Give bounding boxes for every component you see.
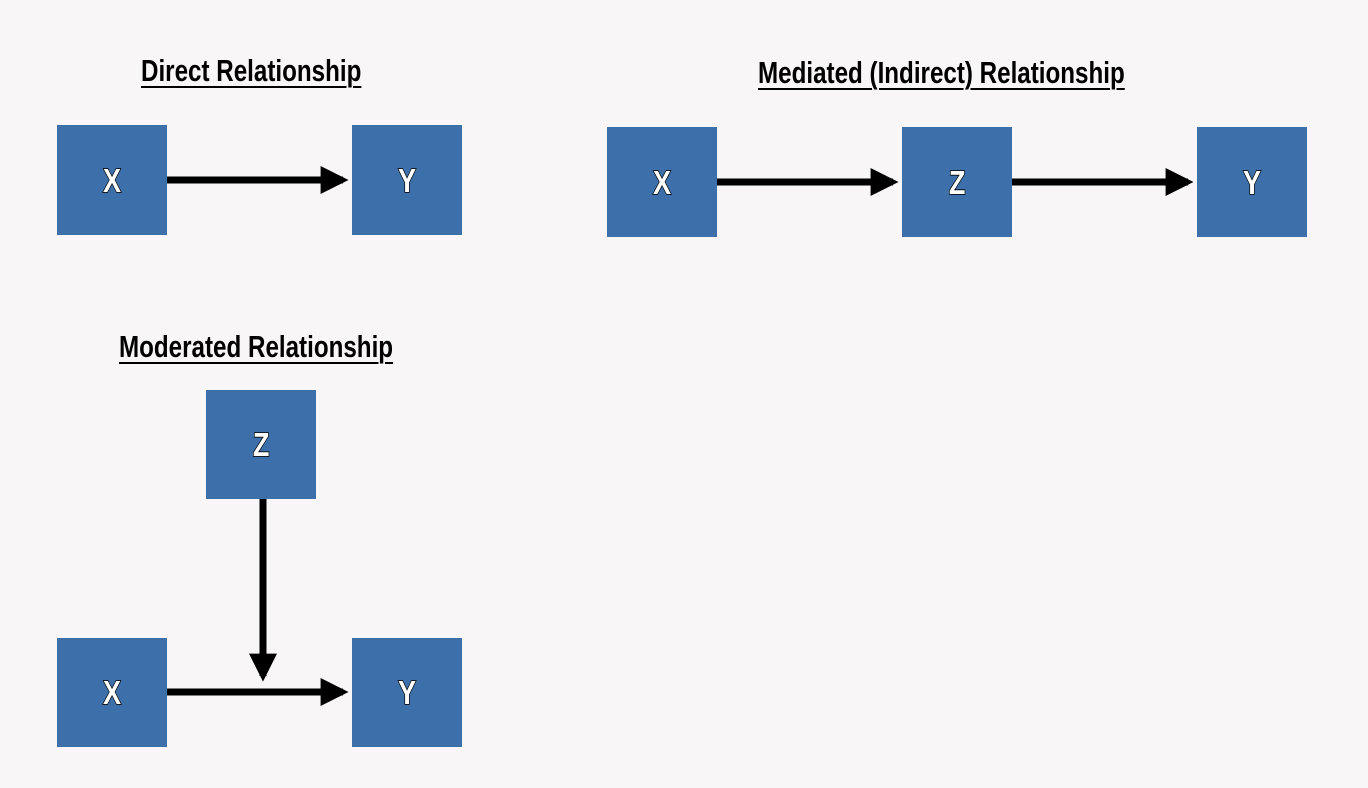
mediated-node-x: X (607, 127, 717, 237)
moderated-node-x-label: X (102, 674, 122, 711)
mediated-node-x-label: X (652, 163, 672, 201)
direct-node-x: X (57, 125, 167, 235)
moderated-node-y-label: Y (397, 674, 417, 711)
moderated-node-x: X (57, 638, 167, 747)
mediated-node-z-label: Z (948, 163, 966, 201)
mediated-title: Mediated (Indirect) Relationship (758, 55, 1125, 90)
moderated-node-z-label: Z (252, 426, 270, 463)
mediated-node-y: Y (1197, 127, 1307, 237)
moderated-node-y: Y (352, 638, 462, 747)
direct-node-y-label: Y (397, 161, 417, 199)
direct-node-x-label: X (102, 161, 122, 199)
direct-title: Direct Relationship (141, 53, 362, 88)
moderated-node-z: Z (206, 390, 316, 499)
moderated-title: Moderated Relationship (119, 329, 394, 364)
mediated-node-y-label: Y (1242, 163, 1262, 201)
direct-node-y: Y (352, 125, 462, 235)
mediated-node-z: Z (902, 127, 1012, 237)
